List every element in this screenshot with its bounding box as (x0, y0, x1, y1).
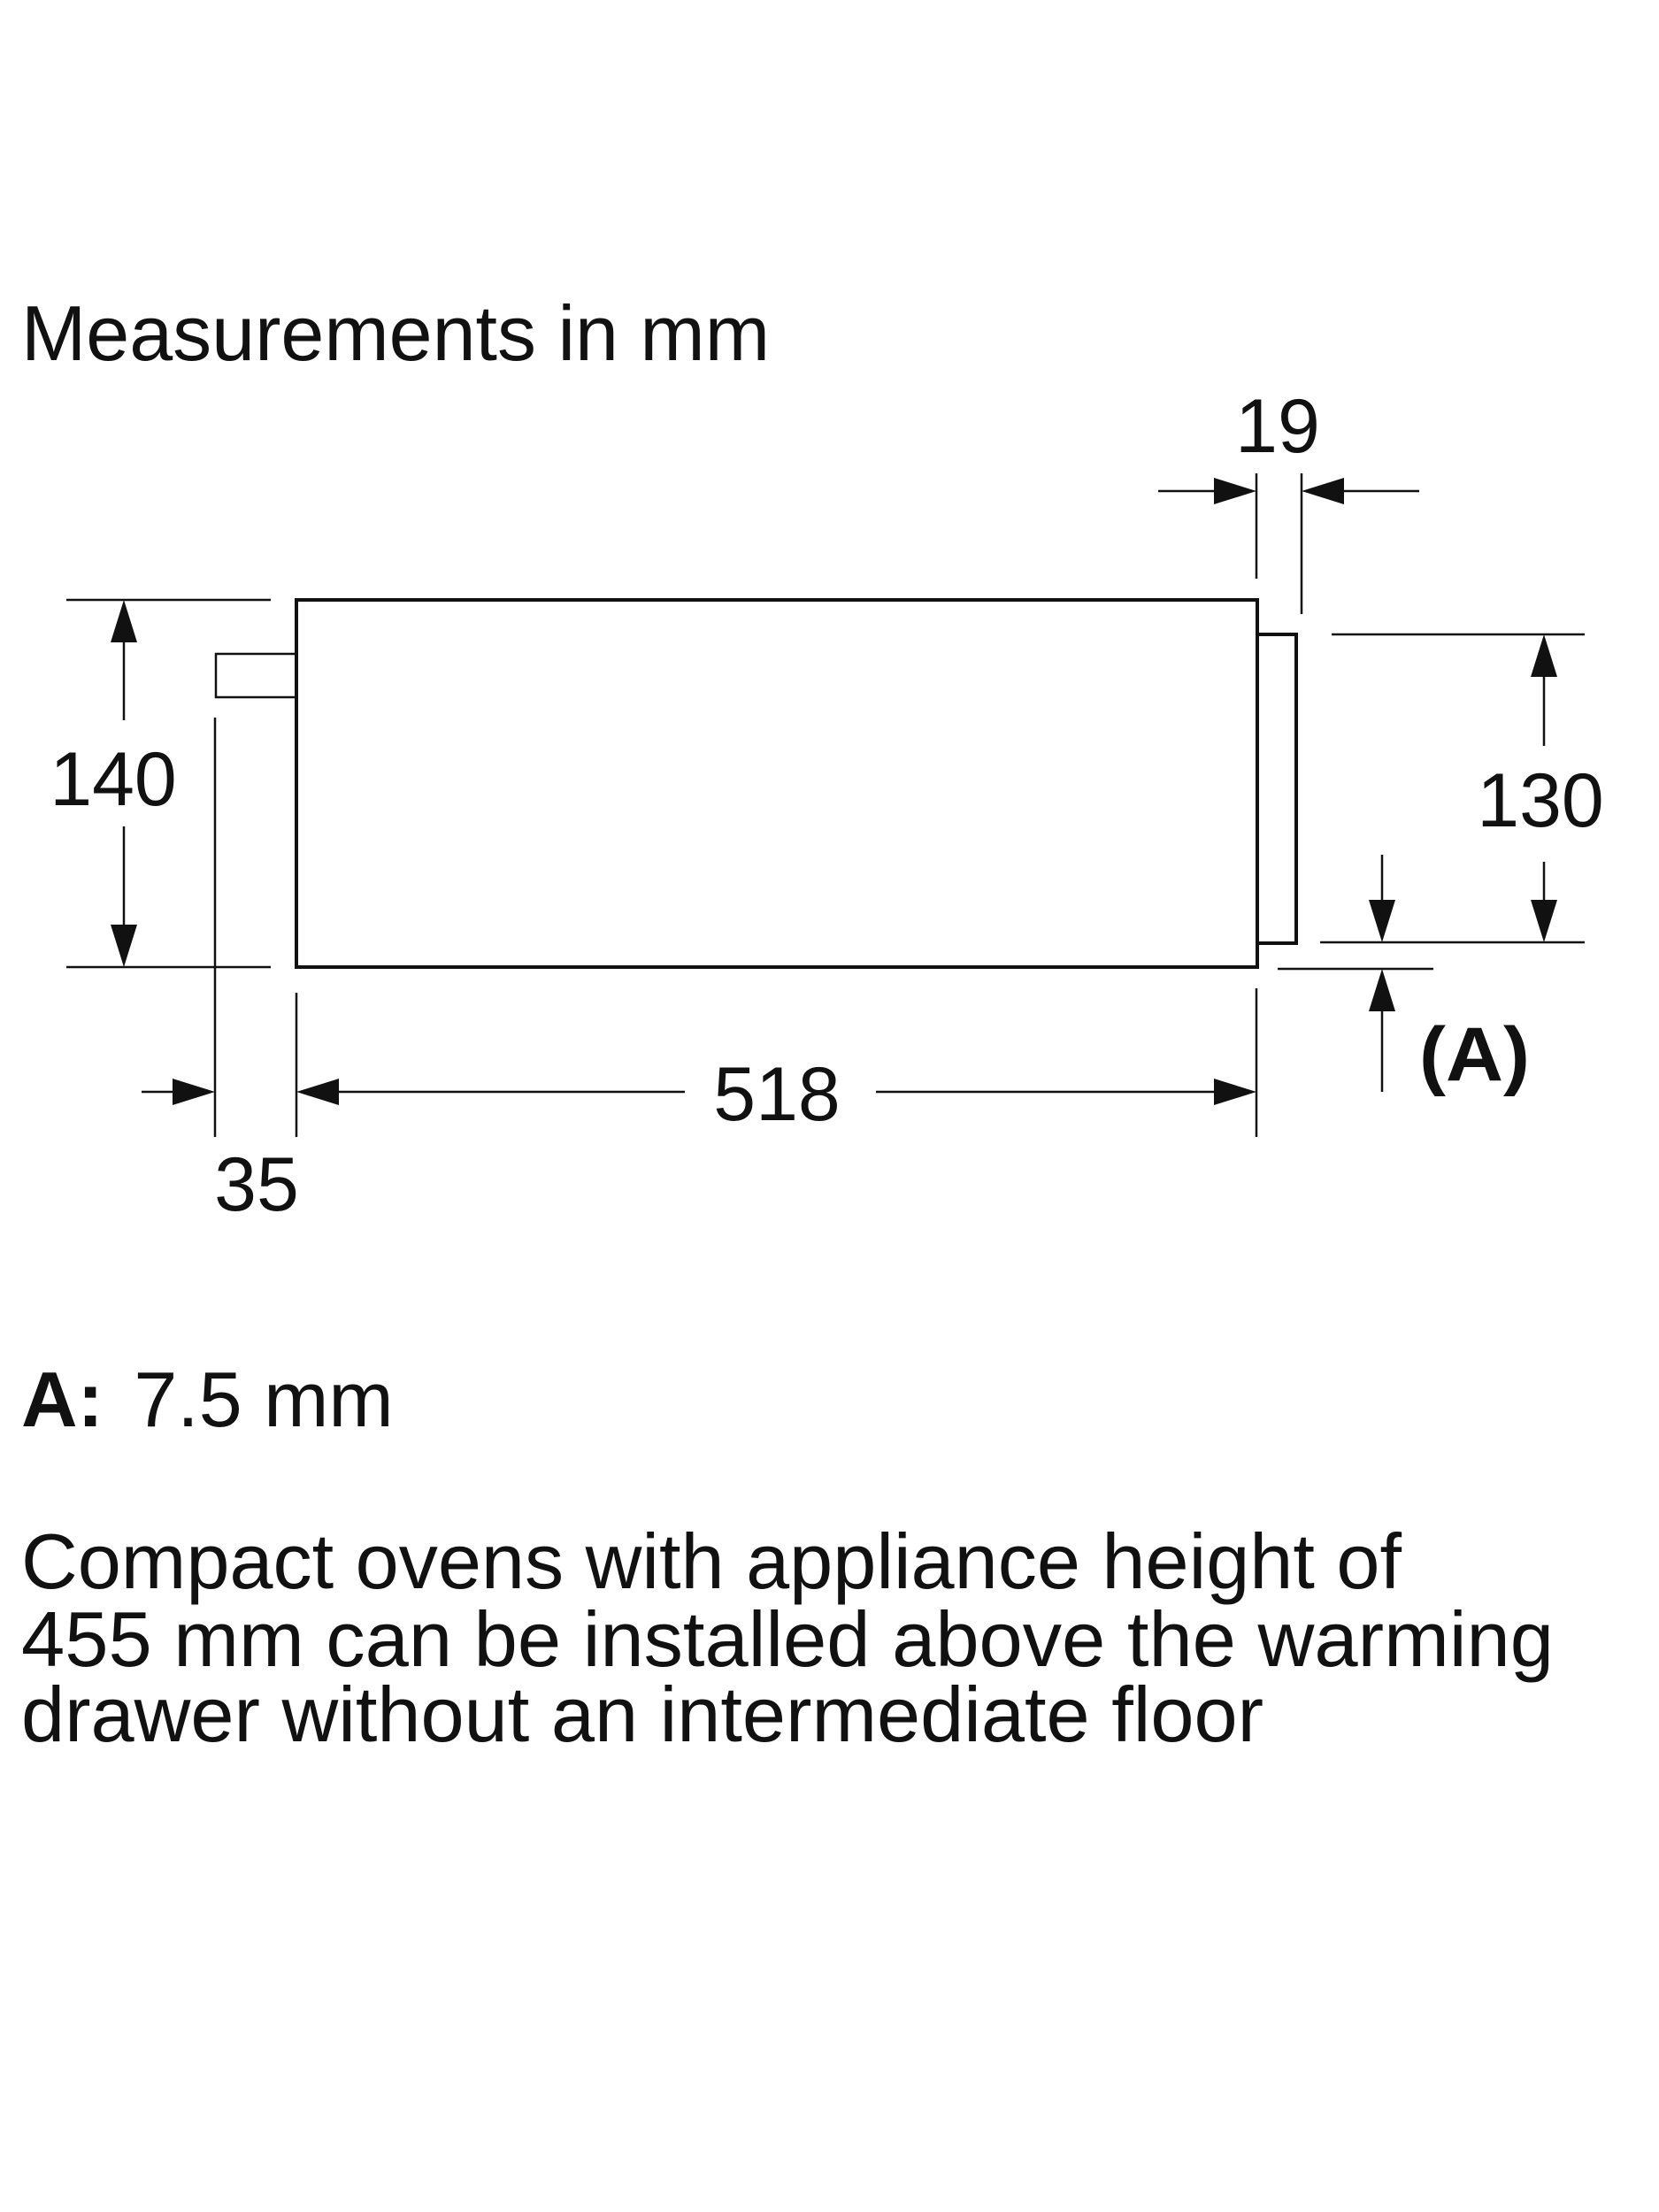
dimension-19: 19 (1158, 384, 1419, 614)
note-a-value: 7.5 mm (134, 1356, 393, 1443)
gap-a-label: (A) (1419, 1012, 1530, 1097)
note-a-label: A: (21, 1356, 104, 1443)
dimension-140-label: 140 (50, 737, 177, 822)
dimension-518-label: 518 (713, 1052, 841, 1137)
dimension-518: 518 (296, 988, 1258, 1137)
page-title: Measurements in mm (21, 289, 770, 377)
dimension-19-label: 19 (1235, 384, 1320, 469)
dimension-140: 140 (50, 598, 271, 969)
front-panel (1256, 633, 1298, 945)
dimension-130: 130 (1320, 633, 1604, 944)
dimension-35-label: 35 (214, 1142, 299, 1227)
description-line-3: drawer without an intermediate floor (21, 1671, 1263, 1758)
rear-connector (214, 652, 298, 699)
description-line-1: Compact ovens with appliance height of (21, 1517, 1402, 1605)
dimension-gap-a: (A) (1278, 855, 1530, 1097)
dimension-130-label: 130 (1477, 758, 1604, 843)
description-line-2: 455 mm can be installed above the warmin… (21, 1595, 1554, 1683)
dimension-35: 35 (142, 718, 299, 1227)
note-a: A: 7.5 mm (21, 1356, 394, 1443)
appliance-body (295, 598, 1259, 969)
